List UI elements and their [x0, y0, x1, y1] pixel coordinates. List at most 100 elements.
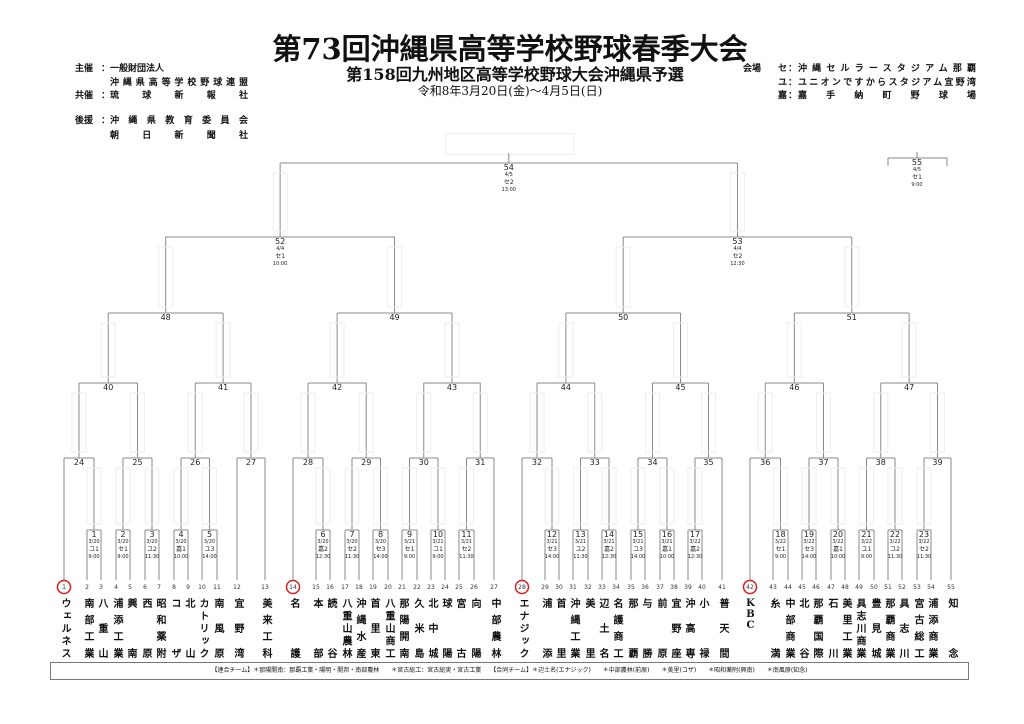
match-number: 12 — [546, 530, 558, 539]
match-number: 20 — [832, 530, 844, 539]
match-date: 4/4 — [276, 246, 285, 252]
match-time: 9:00 — [774, 554, 787, 560]
venue-label: 会場 — [743, 64, 762, 74]
match-label: 37 — [804, 459, 844, 467]
score-placeholder-box — [416, 392, 432, 453]
match-number: 21 — [861, 530, 872, 539]
match-label: 29 — [346, 459, 386, 467]
venue-name: ユニオンですからスタジアム宜野湾 — [798, 78, 976, 88]
match-number: 47 — [904, 383, 915, 392]
match-time: 9:00 — [860, 554, 873, 560]
match-number: 36 — [760, 458, 771, 467]
team-name: 沖縄水産 — [354, 598, 365, 658]
team-name: 浦添商業 — [926, 598, 937, 658]
match-time: 9:00 — [117, 554, 129, 560]
organizer-line: 一般財団法人 — [110, 64, 165, 74]
team-name: 沖高専 — [683, 598, 694, 658]
match-time: 10:00 — [659, 554, 675, 560]
match-number: 33 — [589, 458, 600, 467]
match-time: 10:00 — [173, 554, 189, 560]
score-placeholder-box — [887, 467, 903, 525]
team-number: 43 — [769, 584, 777, 591]
seed-circle-icon — [56, 579, 72, 595]
match-time: 11:30 — [344, 554, 360, 560]
match-venue: セ1 — [118, 546, 128, 553]
match-number: 30 — [418, 458, 429, 467]
score-placeholder-box — [844, 246, 860, 308]
team-name: 北谷 — [797, 598, 808, 658]
match-number: 28 — [302, 458, 314, 467]
match-number: 46 — [789, 383, 800, 392]
score-placeholder-box — [673, 322, 688, 378]
team-name: 宮古総工 — [912, 598, 923, 658]
team-number: 40 — [698, 584, 706, 591]
team-number: 6 — [143, 584, 147, 591]
match-number: 43 — [446, 383, 458, 392]
cosponsor-role: 共催 — [75, 91, 94, 101]
colon: ： — [101, 91, 111, 101]
match-label: 45 — [661, 384, 701, 392]
score-placeholder-box — [687, 467, 703, 525]
score-placeholder-box — [573, 467, 588, 525]
team-name: 南部工業 — [82, 598, 93, 658]
colon: ： — [788, 64, 798, 74]
team-name: 名護 — [288, 598, 299, 658]
score-placeholder-box — [344, 467, 360, 525]
score-placeholder-box — [402, 467, 417, 525]
match-time: 12:30 — [315, 554, 331, 560]
match-time: 11:30 — [144, 554, 160, 560]
team-number: 2 — [85, 584, 89, 591]
match-venue: セ2 — [919, 546, 929, 553]
score-placeholder-box — [444, 322, 460, 378]
match-number: 16 — [661, 530, 673, 539]
match-venue: セ3 — [375, 546, 386, 553]
match-time: 11:30 — [887, 554, 903, 560]
match-number: 38 — [875, 458, 886, 467]
colon: ： — [788, 78, 798, 88]
match-date: 3/22 — [774, 539, 787, 545]
match-label: 44 — [546, 384, 586, 392]
team-name: 普天間 — [717, 598, 728, 658]
match-label: 30 — [404, 459, 444, 467]
match-date: 3/20 — [175, 539, 187, 545]
match-number: 53 — [732, 237, 743, 246]
team-number: 21 — [398, 584, 406, 591]
score-placeholder-box — [202, 467, 217, 525]
match-time: 9:00 — [403, 554, 416, 560]
match-time: 14:00 — [373, 554, 388, 560]
score-placeholder-box — [100, 322, 116, 378]
match-number: 48 — [160, 313, 171, 322]
match-time: 12:30 — [601, 554, 617, 560]
match-date: 3/20 — [146, 539, 158, 545]
match-venue: セ3 — [547, 546, 557, 553]
score-placeholder-box — [558, 322, 574, 378]
team-number: 12 — [233, 584, 241, 591]
team-number: 47 — [827, 584, 835, 591]
score-placeholder-box — [187, 392, 203, 453]
score-placeholder-box — [615, 246, 631, 308]
match-number: 25 — [132, 458, 143, 467]
match-venue: セ2 — [347, 546, 357, 553]
team-name: KBC — [745, 598, 756, 631]
score-placeholder-box — [71, 392, 87, 453]
venue-code: ユ — [778, 78, 788, 88]
team-name: 本部 — [311, 598, 322, 658]
team-number: 32 — [584, 584, 592, 591]
score-placeholder-box — [830, 467, 846, 525]
match-date: 3/22 — [689, 539, 701, 545]
match-venue: セ1 — [775, 546, 786, 553]
match-time: 14:00 — [801, 554, 817, 560]
match-time: 14:00 — [202, 554, 217, 560]
match-number: 27 — [245, 458, 257, 467]
team-name: 八重山農林 — [340, 598, 351, 658]
page-subtitle: 第158回九州地区高等学校野球大会沖縄県予選 — [346, 65, 684, 84]
team-number: 42 — [746, 584, 754, 591]
match-date: 3/21 — [546, 539, 558, 545]
supporter-line: 朝日新聞社 — [110, 131, 248, 141]
match-time: 9:00 — [432, 554, 444, 560]
